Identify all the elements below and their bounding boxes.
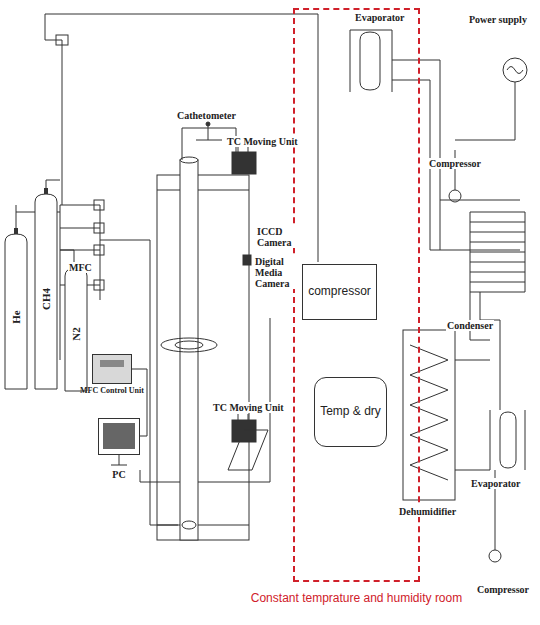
node-label: compressor: [308, 285, 371, 298]
monitor-stand: [111, 455, 127, 465]
cylinder-body: [35, 194, 57, 389]
dehumidifier-coil: [410, 345, 448, 480]
part-label: Dehumidifier: [398, 506, 457, 517]
part-label: Power supply: [468, 14, 528, 25]
flame-holder: [161, 338, 217, 352]
gas-line: [100, 205, 178, 525]
gas-cylinder: He: [4, 228, 28, 390]
gas-cylinder: CH4: [34, 188, 58, 390]
burner-nozzle: [182, 521, 196, 529]
part-label: Condenser: [446, 320, 494, 331]
part-label: ICCD Camera: [256, 226, 306, 248]
monitor: [99, 419, 140, 455]
part-label: TC Moving Unit: [226, 136, 299, 147]
node-label: N2: [70, 327, 82, 340]
power-supply-symbol: [507, 67, 523, 74]
part-label: MFC: [68, 262, 93, 273]
mfc: [94, 223, 104, 233]
enclosure-edge: [157, 525, 249, 526]
node-label: MFC Control Unit: [80, 387, 144, 396]
part-label: Compressor: [476, 584, 530, 595]
unit-case: [93, 355, 132, 384]
compressor-symbol: [489, 550, 501, 562]
tc-moving-unit: [232, 152, 256, 174]
evaporator-coil: [350, 30, 392, 92]
signal-wire: [140, 318, 270, 482]
burner-enclosure: [157, 175, 249, 540]
monitor-screen: [103, 423, 135, 449]
gas-line: [45, 14, 62, 205]
burner-tube: [180, 160, 198, 540]
cylinder-valve: [44, 188, 48, 194]
part-label: Evaporator: [354, 12, 405, 23]
part-label: Evaporator: [470, 478, 521, 489]
node-label: PC: [112, 469, 125, 480]
refrigerant-pipe: [455, 292, 500, 470]
mfc: [56, 35, 68, 45]
node-label: Constant temprature and humidity room: [251, 592, 462, 605]
unit-display: [100, 360, 124, 367]
compressor-box: compressor: [302, 264, 377, 320]
control-unit: MFC Control Unit: [92, 354, 132, 384]
cylinder-body: [65, 268, 87, 391]
gas-cylinder-outline: [4, 228, 28, 390]
gas-cylinder: N2: [64, 262, 88, 392]
enclosure-edge: [157, 190, 249, 191]
power-wire: [455, 82, 515, 140]
dehumidifier: [403, 330, 455, 500]
compressor-symbol: [449, 190, 461, 202]
computer: PC: [98, 418, 140, 466]
camera-rail: [228, 430, 268, 470]
cathetometer: [208, 125, 209, 140]
camera: [243, 255, 251, 265]
evaporator-coil: [490, 410, 525, 470]
cylinder-body: [5, 234, 27, 389]
power-supply-symbol: [503, 58, 527, 82]
room-region: Constant temprature and humidity roomcom…: [293, 8, 420, 582]
condenser-fins: [470, 212, 525, 292]
thermocouple: [238, 146, 248, 420]
part-label: Cathetometer: [176, 110, 237, 121]
node-label: He: [10, 310, 22, 323]
mfc: [94, 200, 104, 210]
flame-holder: [175, 341, 203, 349]
cylinder-valve: [14, 228, 18, 234]
cathetometer: [206, 122, 210, 126]
temp-dry-box: Temp & dry: [314, 377, 387, 447]
mfc: [94, 245, 104, 255]
part-label: Compressor: [428, 158, 482, 169]
computer-outline: [98, 418, 140, 466]
condenser: [470, 212, 525, 292]
part-label: TC Moving Unit: [212, 402, 285, 413]
mfc: [94, 280, 104, 290]
part-label: Digital Media Camera: [254, 256, 298, 289]
burner-tube-top: [180, 157, 198, 163]
node-label: CH4: [40, 288, 52, 310]
node-label: Temp & dry: [320, 405, 381, 418]
control-unit-outline: [92, 354, 132, 384]
